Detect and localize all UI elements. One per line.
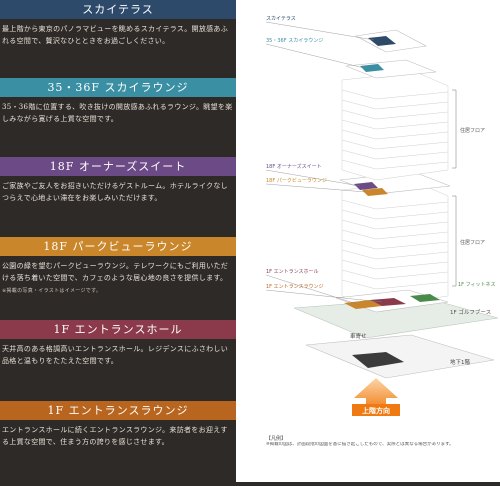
section-text: 公園の緑を望むパークビューラウンジ。テレワークにもご利用いただける落ち着いた空間… bbox=[2, 262, 229, 282]
building-diagram: スカイテラス 35・36F スカイラウンジ 18F オーナーズスイート 18F … bbox=[265, 16, 499, 447]
upper-tower bbox=[341, 71, 449, 181]
ground-level bbox=[293, 297, 499, 379]
legend-text: ※掲載の図は、計画段階の図面を基に描き起こしたもので、実際とは異なる場合がありま… bbox=[266, 442, 454, 447]
section-description: 公園の緑を望むパークビューラウンジ。テレワークにもご利用いただける落ち着いた空間… bbox=[0, 256, 236, 297]
label-owners-suite: 18F オーナーズスイート bbox=[266, 163, 322, 170]
lower-tower bbox=[341, 181, 449, 307]
section-header: 18F パークビューラウンジ bbox=[0, 237, 236, 256]
legend-title: 【凡例】 bbox=[266, 435, 286, 442]
section-entrance-hall: 1F エントランスホール 天井高のある格調高いエントランスホール。レジデンスにふ… bbox=[0, 320, 236, 367]
fitness-block bbox=[410, 294, 440, 302]
section-header: 1F エントランスホール bbox=[0, 320, 236, 339]
owners-suite-block bbox=[354, 182, 378, 190]
section-park-view-lounge: 18F パークビューラウンジ 公園の緑を望むパークビューラウンジ。テレワークにも… bbox=[0, 237, 236, 297]
basement-plate bbox=[305, 334, 495, 379]
label-lower-floors: 住居フロア bbox=[460, 239, 485, 246]
sky-lounge-block bbox=[360, 64, 384, 72]
callout-leaders bbox=[265, 21, 383, 306]
label-basement: 地下1階 bbox=[450, 358, 470, 366]
basement-core bbox=[352, 352, 404, 368]
roof bbox=[355, 29, 427, 53]
feature-list: スカイテラス 最上階から東京のパノラマビューを眺めるスカイテラス。開放感あふれる… bbox=[0, 0, 236, 482]
section-description: 天井高のある格調高いエントランスホール。レジデンスにふさわしい品格と温もりをたた… bbox=[2, 345, 229, 365]
section-header: スカイテラス bbox=[0, 0, 236, 19]
section-header: 1F エントランスラウンジ bbox=[0, 401, 236, 420]
building-diagram-panel: スカイテラス 35・36F スカイラウンジ 18F オーナーズスイート 18F … bbox=[236, 0, 500, 482]
section-sky-lounge: 35・36F スカイラウンジ 35・36階に位置する、吹き抜けの開放感あふれるラ… bbox=[0, 78, 236, 125]
section-description: 最上階から東京のパノラマビューを眺めるスカイテラス。開放感あふれる空間で、贅沢な… bbox=[2, 25, 229, 45]
arrow-label: 上階方向 bbox=[362, 406, 390, 415]
section-header: 18F オーナーズスイート bbox=[0, 157, 236, 176]
label-fitness: 1F フィットネス bbox=[458, 282, 496, 288]
section-note: ※掲載の写真・イラストはイメージです。 bbox=[2, 288, 102, 294]
legend-text-wrapper: ※掲載の図は、計画段階の図面を基に描き起こしたもので、実際とは異なる場合がありま… bbox=[266, 442, 454, 447]
floor-brackets bbox=[452, 89, 457, 287]
section-entrance-lounge: 1F エントランスラウンジ エントランスホールに続くエントランスラウンジ。来訪者… bbox=[0, 401, 236, 448]
arrow-label-bg bbox=[352, 404, 400, 416]
section-description: 35・36階に位置する、吹き抜けの開放感あふれるラウンジ。眺望を楽しみながら寛げ… bbox=[2, 103, 233, 123]
label-upper-floors: 住居フロア bbox=[460, 127, 485, 134]
podium-1f bbox=[335, 289, 449, 313]
park-view-block bbox=[362, 188, 388, 196]
sky-terrace-block bbox=[368, 36, 396, 46]
section-description: ご家族やご友人をお招きいただけるゲストルーム。ホテルライクなしつらえで心地よい滞… bbox=[2, 182, 228, 202]
label-entrance-hall: 1F エントランスホール bbox=[266, 269, 319, 275]
section-sky-terrace: スカイテラス 最上階から東京のパノラマビューを眺めるスカイテラス。開放感あふれる… bbox=[0, 0, 236, 47]
label-car-stop: 車寄せ bbox=[350, 332, 367, 340]
entrance-hall-block bbox=[370, 298, 406, 306]
section-header: 35・36F スカイラウンジ bbox=[0, 78, 236, 97]
section-owners-suite: 18F オーナーズスイート ご家族やご友人をお招きいただけるゲストルーム。ホテル… bbox=[0, 157, 236, 204]
label-golf-booth: 1F ゴルフブース bbox=[450, 308, 491, 316]
upper-tower-body bbox=[341, 71, 449, 181]
entrance-lounge-block bbox=[344, 300, 382, 309]
floor-35-36 bbox=[345, 59, 437, 79]
label-sky-lounge: 35・36F スカイラウンジ bbox=[266, 37, 323, 44]
up-direction-arrow: 上階方向 bbox=[352, 378, 400, 416]
label-sky-terrace: スカイテラス bbox=[266, 16, 296, 22]
label-entrance-lounge: 1F エントランスラウンジ bbox=[266, 283, 324, 290]
section-description: エントランスホールに続くエントランスラウンジ。来訪者をお迎えする上質な空間で、住… bbox=[2, 426, 228, 446]
arrow-shape bbox=[354, 378, 398, 412]
label-park-view: 18F パークビューラウンジ bbox=[266, 177, 327, 184]
